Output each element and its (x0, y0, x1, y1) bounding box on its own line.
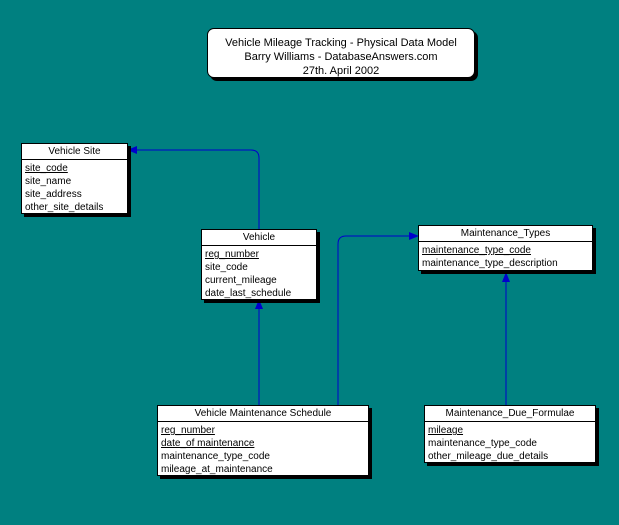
diagram-author: Barry Williams - DatabaseAnswers.com (244, 51, 438, 63)
attribute: site_address (25, 189, 82, 200)
entity-name: Maintenance_Due_Formulae (425, 406, 595, 422)
attribute-primary-key: date_of maintenance (161, 438, 255, 449)
attribute: other_mileage_due_details (428, 451, 549, 462)
attribute-primary-key: mileage (428, 425, 464, 436)
entity-name: Vehicle (202, 230, 316, 246)
entity-name: Vehicle Maintenance Schedule (158, 406, 368, 422)
attribute: other_site_details (25, 202, 104, 213)
attribute: current_mileage (205, 275, 277, 286)
entity-vehicle-maintenance-schedule[interactable]: Vehicle Maintenance Schedule reg_number … (157, 405, 369, 476)
attribute: maintenance_type_code (428, 438, 537, 449)
link-schedule-to-maintenance-types (337, 232, 419, 405)
link-vehicle-to-vehicle-site (127, 146, 260, 230)
attribute: date_last_schedule (205, 288, 292, 299)
attribute-primary-key: site_code (25, 163, 68, 174)
diagram-title-box: Vehicle Mileage Tracking - Physical Data… (207, 28, 475, 78)
entity-name: Maintenance_Types (419, 226, 592, 242)
attribute: site_code (205, 262, 248, 273)
attribute: site_name (25, 176, 72, 187)
attribute-primary-key: maintenance_type_code (422, 245, 531, 256)
entity-maintenance-types[interactable]: Maintenance_Types maintenance_type_code … (418, 225, 593, 271)
attribute: maintenance_type_code (161, 451, 270, 462)
entity-vehicle-site[interactable]: Vehicle Site site_code site_name site_ad… (21, 143, 128, 214)
entity-vehicle[interactable]: Vehicle reg_number site_code current_mil… (201, 229, 317, 300)
attribute-primary-key: reg_number (205, 249, 259, 260)
attribute-primary-key: reg_number (161, 425, 215, 436)
attribute: mileage_at_maintenance (161, 464, 273, 475)
attribute: maintenance_type_description (422, 258, 558, 269)
entity-name: Vehicle Site (22, 144, 127, 160)
entity-maintenance-due-formulae[interactable]: Maintenance_Due_Formulae mileage mainten… (424, 405, 596, 463)
diagram-date: 27th. April 2002 (302, 65, 380, 77)
diagram-title: Vehicle Mileage Tracking - Physical Data… (225, 37, 457, 49)
